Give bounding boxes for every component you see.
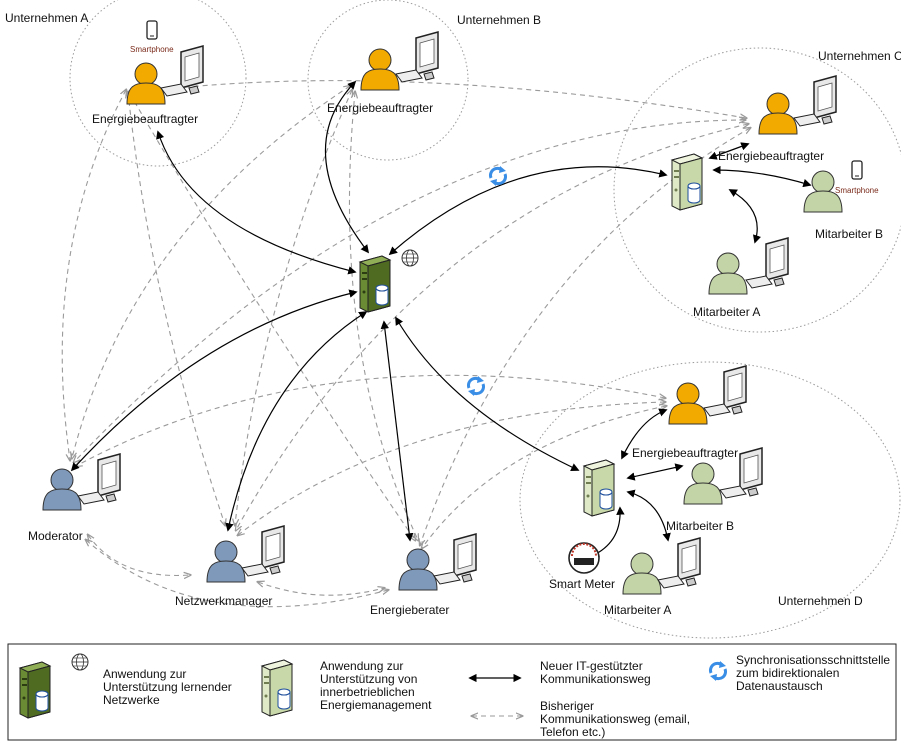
- employee-a-d-label: Mitarbeiter A: [604, 603, 671, 617]
- sync-icon: [466, 374, 486, 398]
- legend-network-server-icon: [19, 661, 51, 719]
- old-communication-lines: [61, 80, 750, 608]
- old-line: [130, 94, 415, 540]
- energy-officer-c-icon: [758, 92, 798, 135]
- internal-server-d-icon: [583, 459, 615, 517]
- company-a-circle: [69, 0, 247, 167]
- old-line: [140, 80, 746, 118]
- workstation-icon: [703, 365, 747, 417]
- new-line: [225, 311, 368, 532]
- new-line: [621, 408, 668, 460]
- energy-consultant-icon: [398, 548, 438, 591]
- employee-a-c-icon: [708, 252, 748, 295]
- old-line: [128, 92, 225, 525]
- employee-a-c-label: Mitarbeiter A: [693, 305, 760, 319]
- energy-officer-b-label: Energiebeauftragter: [327, 101, 433, 115]
- smartphone-label-c: Smartphone: [835, 186, 879, 195]
- employee-b-c-label: Mitarbeiter B: [815, 227, 883, 241]
- new-communication-lines: [70, 80, 812, 557]
- energy-officer-a-label: Energiebeauftragter: [92, 112, 198, 126]
- workstation-icon: [241, 525, 285, 577]
- energy-officer-b-icon: [360, 48, 400, 91]
- workstation-icon: [657, 537, 701, 589]
- sync-icon: [488, 164, 508, 188]
- new-line: [708, 142, 750, 160]
- smartphone-icon: [146, 20, 158, 40]
- moderator-label: Moderator: [28, 529, 83, 543]
- energy-officer-a-icon: [126, 62, 166, 105]
- workstation-icon: [745, 237, 789, 289]
- company-a-label: Unternehmen A: [5, 11, 88, 25]
- old-line: [72, 86, 350, 458]
- workstation-icon: [395, 31, 439, 83]
- new-line: [324, 80, 370, 254]
- old-line: [235, 90, 352, 525]
- new-line: [70, 289, 358, 472]
- workstation-icon: [433, 533, 477, 585]
- energy-officer-d-label: Energiebeauftragter: [632, 446, 738, 460]
- old-line: [258, 582, 384, 596]
- smartphone-label-a: Smartphone: [130, 45, 174, 54]
- employee-a-d-icon: [622, 552, 662, 595]
- smart-meter-icon: [568, 542, 600, 574]
- legend-frame: [7, 643, 897, 741]
- network-manager-icon: [206, 540, 246, 583]
- new-line: [395, 316, 580, 471]
- globe-icon: [401, 249, 419, 267]
- new-line: [728, 189, 762, 244]
- old-line: [422, 406, 666, 548]
- internal-server-c-icon: [671, 153, 703, 211]
- employee-b-d-icon: [683, 462, 723, 505]
- old-line: [86, 540, 388, 608]
- company-b-label: Unternehmen B: [457, 13, 541, 27]
- energy-consultant-label: Energieberater: [370, 603, 449, 617]
- smartphone-icon: [851, 160, 863, 180]
- smart-meter-label: Smart Meter: [549, 577, 615, 591]
- new-line: [626, 489, 671, 542]
- workstation-icon: [793, 75, 837, 127]
- old-line: [61, 90, 126, 460]
- legend-internal-server-icon: [261, 659, 293, 717]
- old-line: [88, 535, 190, 576]
- old-line: [236, 124, 748, 530]
- new-line: [626, 463, 684, 481]
- company-c-label: Unternehmen C: [818, 49, 901, 63]
- new-line: [156, 130, 357, 275]
- energy-officer-d-icon: [668, 382, 708, 425]
- network-server-icon: [359, 255, 391, 313]
- company-d-label: Unternehmen D: [778, 594, 863, 608]
- employee-b-d-label: Mitarbeiter B: [666, 519, 734, 533]
- legend-globe-icon: [71, 653, 89, 671]
- new-line: [712, 165, 812, 188]
- new-line: [388, 166, 668, 256]
- energy-officer-c-label: Energiebeauftragter: [718, 149, 824, 163]
- moderator-icon: [42, 468, 82, 511]
- new-line: [380, 320, 414, 542]
- old-line: [76, 374, 665, 466]
- network-manager-label: Netzwerkmanager: [175, 594, 272, 608]
